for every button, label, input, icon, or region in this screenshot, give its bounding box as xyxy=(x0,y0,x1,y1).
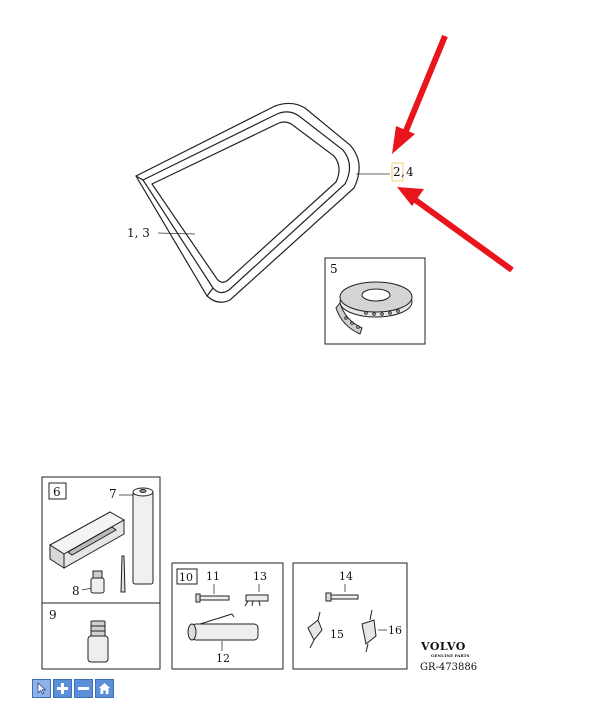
box-10-label: 10 xyxy=(179,571,193,584)
small-bottle-icon xyxy=(90,570,105,594)
callout-frame-a: 2 xyxy=(393,165,401,179)
volvo-logo: VOLVO GENUINE PARTS xyxy=(420,640,470,658)
box-6-label: 6 xyxy=(53,485,61,499)
pin-11-icon xyxy=(195,593,230,603)
zoom-out-button[interactable] xyxy=(74,679,93,698)
home-button[interactable] xyxy=(95,679,114,698)
select-button[interactable] xyxy=(32,679,51,698)
red-arrow-down-icon xyxy=(392,34,448,154)
box-9-label: 9 xyxy=(49,608,57,622)
part-box-5[interactable]: 5 xyxy=(324,257,426,345)
brand-name: VOLVO xyxy=(420,640,466,653)
item-14-label: 14 xyxy=(339,570,353,583)
callout-highlight-box xyxy=(391,162,404,182)
pin-14-icon xyxy=(325,592,359,602)
nozzle-icon xyxy=(120,555,126,593)
brand-tagline: GENUINE PARTS xyxy=(431,653,470,658)
plus-icon xyxy=(57,683,68,694)
box-10-label-frame xyxy=(176,568,198,585)
part-box-14-16[interactable]: 14 15 16 xyxy=(292,562,408,670)
part-box-9[interactable]: 9 xyxy=(41,602,161,670)
cursor-icon xyxy=(37,682,47,695)
item-12-label: 12 xyxy=(216,652,230,665)
reference-number: GR-473886 xyxy=(420,662,477,673)
minus-icon xyxy=(78,687,89,690)
callout-frame-sep: , xyxy=(401,165,405,179)
tape-roll-icon xyxy=(335,281,413,335)
callout-glass: 1, 3 xyxy=(127,226,150,240)
item-7-label: 7 xyxy=(109,487,117,501)
zoom-in-button[interactable] xyxy=(53,679,72,698)
home-icon xyxy=(99,683,110,694)
clip-16-icon xyxy=(361,609,377,653)
connector-13-icon xyxy=(244,594,269,607)
item-11-label: 11 xyxy=(206,570,220,583)
box-5-label: 5 xyxy=(330,262,338,276)
item-13-label: 13 xyxy=(253,570,267,583)
primer-box-icon xyxy=(49,511,126,569)
leader-line-glass xyxy=(157,232,196,235)
adhesive-tube-12-icon xyxy=(187,613,259,641)
item-8-label: 8 xyxy=(72,584,80,598)
item-15-label: 15 xyxy=(330,628,344,641)
quarter-window-assembly[interactable] xyxy=(135,102,360,303)
part-box-10[interactable]: 10 11 13 12 xyxy=(171,562,284,670)
item-16-label: 16 xyxy=(388,624,402,637)
bottle-icon xyxy=(87,620,109,663)
cartridge-tube-icon xyxy=(132,487,154,585)
viewer-toolbar xyxy=(32,679,114,699)
part-box-6[interactable]: 6 7 8 xyxy=(41,476,161,604)
clip-15-icon xyxy=(307,611,323,649)
callout-frame-b: 4 xyxy=(406,165,414,179)
box-6-label-frame xyxy=(48,482,67,500)
red-arrow-up-icon xyxy=(397,187,514,273)
